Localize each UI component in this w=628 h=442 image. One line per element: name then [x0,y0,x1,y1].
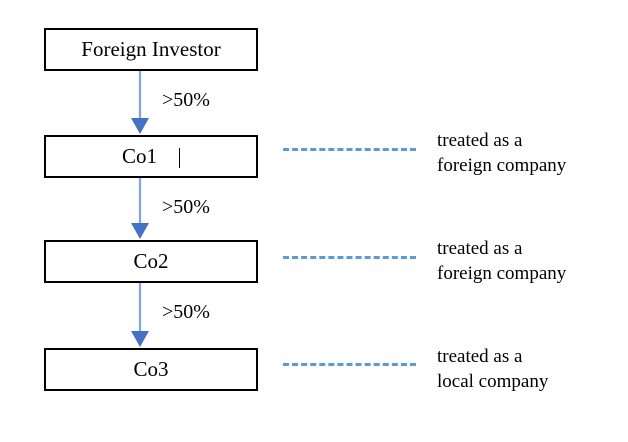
entity-label-foreign-investor: Foreign Investor [81,37,221,61]
annotation-co3-line1: treated as a [437,346,523,367]
entity-box-co2[interactable]: Co2 [44,240,258,283]
dashed-connector-co2 [283,256,416,259]
arrow-head-icon [131,223,149,239]
entity-box-co1[interactable]: Co1 [44,135,258,178]
ownership-percentage-label-3: >50% [162,301,210,323]
dashed-connector-co3 [283,363,416,366]
text-caret-icon [179,147,180,168]
arrow-head-icon [131,118,149,134]
entity-label-co3: Co3 [133,357,169,381]
annotation-co2: treated as a foreign company [437,236,566,286]
arrow-head-icon [131,331,149,347]
annotation-co2-line1: treated as a [437,238,523,259]
entity-label-co1: Co1 [121,144,157,168]
annotation-co1-line1: treated as a [437,130,523,151]
ownership-percentage-label-1: >50% [162,89,210,111]
ownership-arrow-foreign-investor-to-co1 [131,71,149,134]
annotation-co1: treated as a foreign company [437,128,566,178]
annotation-co3: treated as a local company [437,344,548,394]
dashed-connector-co1 [283,148,416,151]
entity-label-co2: Co2 [133,249,169,273]
ownership-arrow-co2-to-co3 [131,283,149,347]
annotation-co3-line2: local company [437,371,549,392]
entity-box-foreign-investor[interactable]: Foreign Investor [44,28,258,71]
ownership-arrow-co1-to-co2 [131,178,149,239]
annotation-co2-line2: foreign company [437,263,567,284]
ownership-percentage-label-2: >50% [162,196,210,218]
annotation-co1-line2: foreign company [437,155,567,176]
entity-box-co3[interactable]: Co3 [44,348,258,391]
